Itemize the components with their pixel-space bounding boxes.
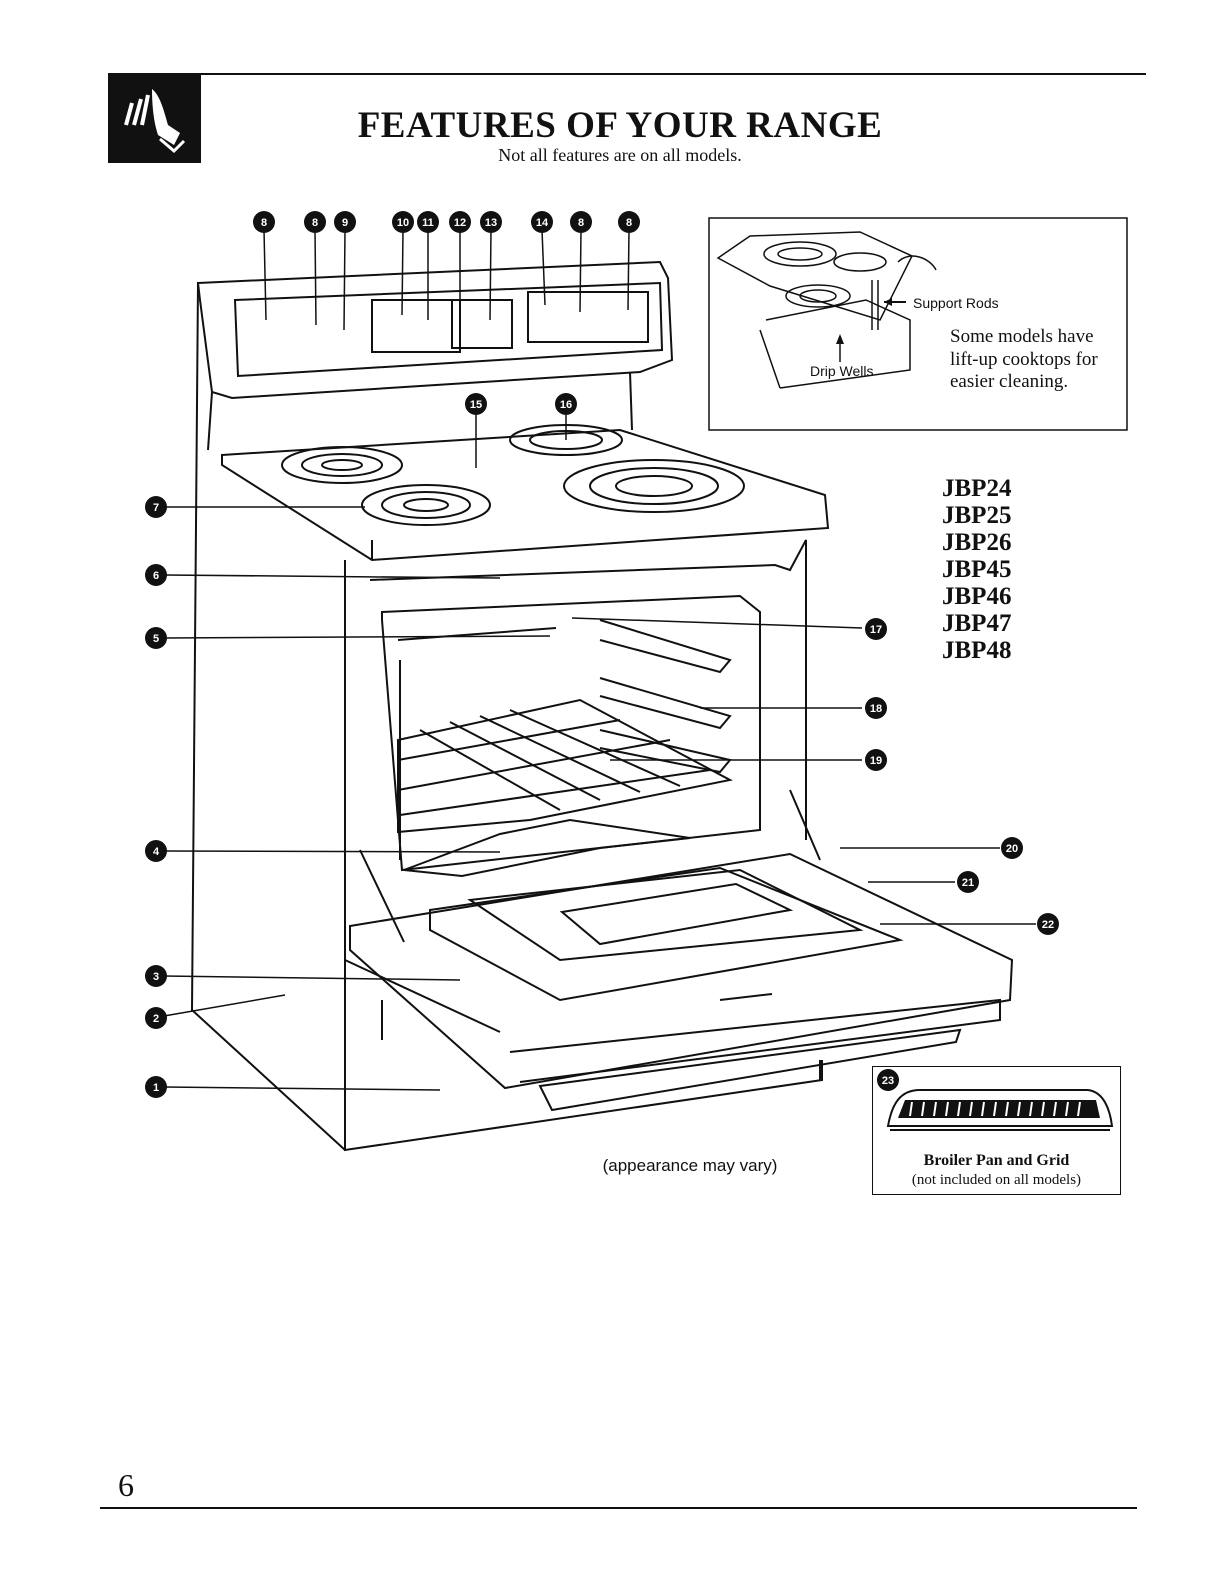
callout-8d: 8 xyxy=(626,217,632,229)
callout-14: 14 xyxy=(536,217,549,229)
callout-20: 20 xyxy=(1006,843,1018,855)
callout-9: 9 xyxy=(342,217,348,229)
model-item: JBP46 xyxy=(942,583,1012,610)
broiler-pan-illustration: 23 xyxy=(877,1069,1114,1131)
callout-1: 1 xyxy=(153,1082,159,1094)
callout-13: 13 xyxy=(485,217,497,229)
support-rods-label: Support Rods xyxy=(913,295,999,311)
callout-7: 7 xyxy=(153,502,159,514)
callout-22: 22 xyxy=(1042,919,1054,931)
callout-18: 18 xyxy=(870,703,882,715)
callout-23: 23 xyxy=(882,1075,894,1087)
left-callouts: 7 6 5 4 3 2 1 xyxy=(145,496,167,1098)
page-title: FEATURES OF YOUR RANGE xyxy=(357,105,883,146)
callout-8b: 8 xyxy=(312,217,318,229)
page-subtitle: Not all features are on all models. xyxy=(498,145,742,165)
model-item: JBP26 xyxy=(942,529,1012,556)
broiler-box xyxy=(872,1066,1121,1195)
model-item: JBP48 xyxy=(942,637,1012,664)
header-rule xyxy=(108,73,1146,75)
callout-19: 19 xyxy=(870,755,882,767)
callout-3: 3 xyxy=(153,971,159,983)
callout-8c: 8 xyxy=(578,217,584,229)
model-item: JBP45 xyxy=(942,556,1012,583)
model-item: JBP47 xyxy=(942,610,1012,637)
broiler-note: (not included on all models) xyxy=(911,1172,1082,1188)
model-list: JBP24 JBP25 JBP26 JBP45 JBP46 JBP47 JBP4… xyxy=(942,475,1062,664)
callout-10: 10 xyxy=(397,217,409,229)
callout-8a: 8 xyxy=(261,217,267,229)
callout-17: 17 xyxy=(870,624,882,636)
page-number: 6 xyxy=(118,1467,134,1503)
model-item: JBP24 xyxy=(942,475,1012,502)
footer-rule xyxy=(100,1507,1137,1509)
callout-15: 15 xyxy=(470,399,482,411)
callout-11: 11 xyxy=(422,217,434,229)
callout-16: 16 xyxy=(560,399,572,411)
model-item: JBP25 xyxy=(942,502,1012,529)
drip-wells-label: Drip Wells xyxy=(810,363,874,379)
cooktop-callouts: 15 16 xyxy=(465,393,577,415)
callout-5: 5 xyxy=(153,633,159,645)
callout-21: 21 xyxy=(962,877,974,889)
callout-2: 2 xyxy=(153,1013,159,1025)
hand-pointer-icon xyxy=(108,73,201,163)
callout-6: 6 xyxy=(153,570,159,582)
top-callouts: 8 8 9 10 11 12 13 14 8 8 xyxy=(253,211,640,233)
lift-up-cooktop-inset: Support Rods Drip Wells xyxy=(708,217,1128,431)
callout-12: 12 xyxy=(454,217,466,229)
appearance-caption: (appearance may vary) xyxy=(602,1156,778,1175)
right-callouts: 17 18 19 20 21 22 xyxy=(865,618,1059,935)
inset-description: Some models have lift-up cooktops for ea… xyxy=(950,326,1098,392)
broiler-title: Broiler Pan and Grid xyxy=(923,1152,1070,1169)
callout-4: 4 xyxy=(153,846,160,858)
